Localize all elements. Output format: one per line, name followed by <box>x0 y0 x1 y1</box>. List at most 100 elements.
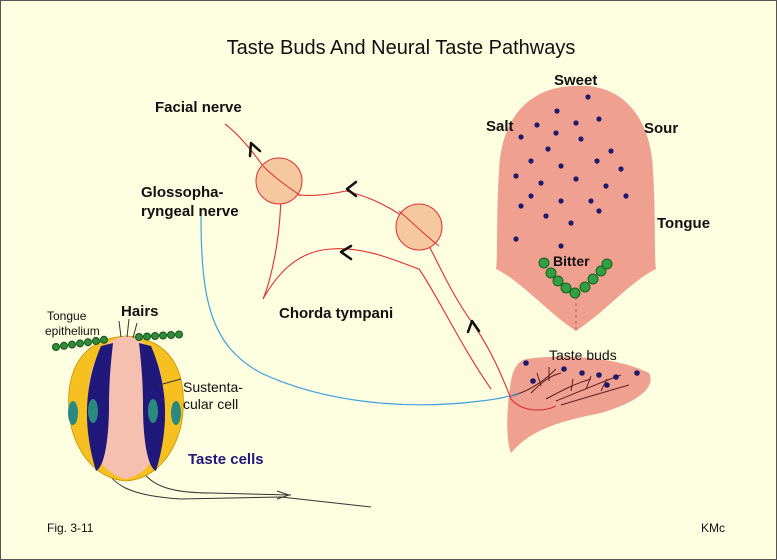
tongue-papillae <box>513 94 629 249</box>
label-hairs: Hairs <box>121 303 159 320</box>
papilla-dot <box>623 193 629 199</box>
papilla-dot <box>513 236 519 242</box>
epithelium-cell <box>175 330 183 339</box>
label-bitter: Bitter <box>553 253 590 269</box>
geniculate-ganglion <box>255 157 303 205</box>
epithelium-cell <box>60 341 68 350</box>
taste-bud-dot <box>613 374 619 380</box>
papilla-dot <box>528 158 534 164</box>
papilla-dot <box>518 134 524 140</box>
taste-bud-dot <box>604 382 610 388</box>
papilla-dot <box>588 198 594 204</box>
taste-bud-dot <box>596 372 602 378</box>
arrow-facial <box>248 141 262 158</box>
papilla-dot <box>568 220 574 226</box>
glossopharyngeal-nerve <box>200 215 520 406</box>
bitter-bead <box>595 265 607 277</box>
papilla-dot <box>596 208 602 214</box>
label-glossopharyngeal-2: ryngeal nerve <box>141 203 239 220</box>
epithelium-cell <box>76 339 84 348</box>
label-tongue: Tongue <box>657 215 710 232</box>
label-sustentacular-2: cular cell <box>183 396 238 412</box>
taste-hairs <box>118 318 138 339</box>
epithelium-cell <box>143 332 151 341</box>
papilla-dot <box>596 116 602 122</box>
taste-bud-dot <box>634 370 640 376</box>
author-initials: KMc <box>701 521 725 535</box>
figure-number: Fig. 3-11 <box>47 521 94 535</box>
bitter-bead <box>569 287 581 299</box>
papilla-dot <box>528 193 534 199</box>
bitter-bead <box>601 258 613 270</box>
tongue-shape <box>496 85 656 331</box>
label-taste-buds: Taste buds <box>549 347 617 363</box>
arrow-chorda <box>339 244 353 261</box>
pathway-arrows <box>248 141 481 334</box>
papilla-dot <box>585 94 591 100</box>
papilla-dot <box>573 120 579 126</box>
chorda-tympani <box>262 160 492 390</box>
papilla-dot <box>558 198 564 204</box>
label-salt: Salt <box>486 118 514 135</box>
papilla-dot <box>545 146 551 152</box>
papilla-dot <box>618 166 624 172</box>
fiber-arrow <box>276 490 291 500</box>
cell-nucleus-2 <box>88 399 98 423</box>
papilla-dot <box>603 183 609 189</box>
papilla-dot <box>573 176 579 182</box>
epithelium-cell <box>167 331 175 339</box>
bitter-bead <box>538 257 550 269</box>
bitter-bead <box>587 273 599 285</box>
ganglion-fiber-1 <box>262 165 302 197</box>
label-glossopharyngeal-1: Glossopha- <box>141 184 224 201</box>
papilla-dot <box>538 180 544 186</box>
label-epithelium-2: epithelium <box>45 324 100 338</box>
papilla-dot <box>513 173 519 179</box>
arrow-upper <box>345 180 358 198</box>
papilla-dot <box>594 158 600 164</box>
epithelium-cell <box>100 335 108 344</box>
tongue-epithelium <box>52 330 183 351</box>
papilla-dot <box>534 122 540 128</box>
arrow-lower <box>466 319 481 334</box>
papilla-dot <box>578 136 584 142</box>
papilla-dot <box>554 108 560 114</box>
papilla-dot <box>553 130 559 136</box>
sustentacular-pointer <box>158 378 182 386</box>
papilla-dot <box>608 148 614 154</box>
label-chorda-tympani: Chorda tympani <box>279 305 393 322</box>
bitter-bead <box>552 275 564 287</box>
papilla-dot <box>558 243 564 249</box>
taste-bud-dot <box>530 378 536 384</box>
bitter-papillae <box>538 257 613 299</box>
taste-cell-left <box>86 343 113 471</box>
label-taste-cells: Taste cells <box>188 451 264 468</box>
taste-bud-dot <box>579 370 585 376</box>
label-sour: Sour <box>644 120 678 137</box>
bitter-bead <box>579 281 591 293</box>
cell-nucleus-3 <box>148 399 158 423</box>
label-facial-nerve: Facial nerve <box>155 99 242 116</box>
epithelium-cell <box>92 337 100 345</box>
bitter-bead <box>560 282 572 294</box>
label-sweet: Sweet <box>554 72 597 89</box>
papilla-dot <box>558 163 564 169</box>
papilla-dot <box>518 203 524 209</box>
diagram-title: Taste Buds And Neural Taste Pathways <box>227 37 576 59</box>
tongue-side-shape <box>507 356 651 453</box>
label-sustentacular-1: Sustenta- <box>183 379 243 395</box>
taste-cell-fiber-2 <box>140 468 292 496</box>
label-epithelium-1: Tongue <box>47 309 87 323</box>
papilla-dot <box>543 213 549 219</box>
ganglion-fiber-2 <box>398 210 440 247</box>
epithelium-cell <box>68 340 76 349</box>
epithelium-cell <box>84 338 92 347</box>
epithelium-cell <box>151 332 159 340</box>
epithelium-cell <box>159 331 167 340</box>
cell-nucleus-1 <box>68 401 78 425</box>
taste-bud-dot <box>561 366 567 372</box>
epithelium-cell <box>52 343 60 351</box>
bitter-bead <box>545 267 557 279</box>
